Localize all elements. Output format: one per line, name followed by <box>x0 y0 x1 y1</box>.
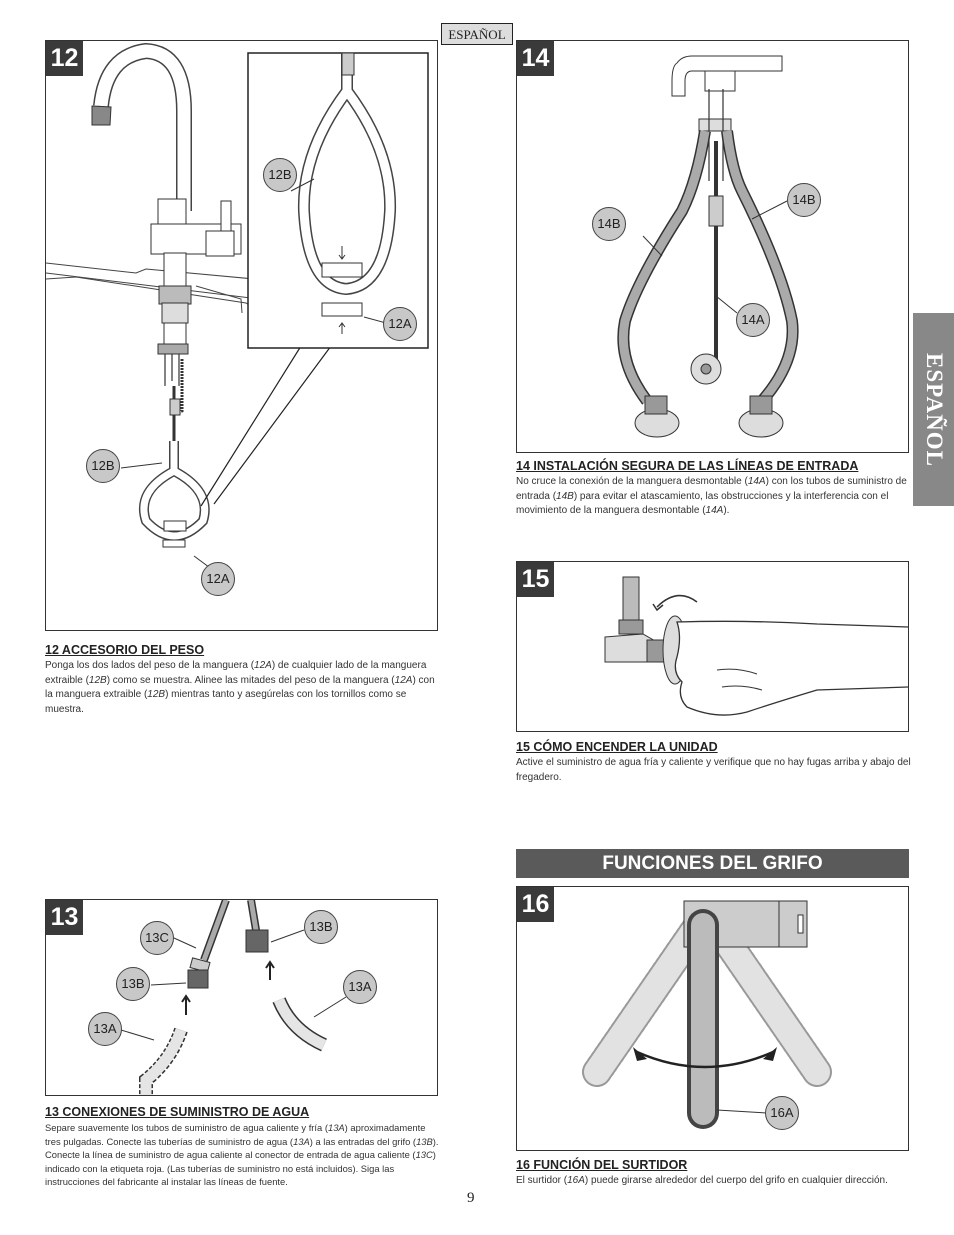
step-13-caption: 13 CONEXIONES DE SUMINISTRO DE AGUA Sepa… <box>45 1105 441 1189</box>
callout-12b: 12B <box>86 449 120 483</box>
step-16-title: 16 FUNCIÓN DEL SURTIDOR <box>516 1158 688 1172</box>
callout-reference: 14A <box>747 476 766 487</box>
callout-reference: 14B <box>556 490 574 502</box>
faucet-functions-heading: FUNCIONES DEL GRIFO <box>516 849 909 878</box>
step-12-number: 12 <box>46 41 83 76</box>
callout-reference: 14A <box>705 505 724 516</box>
callout-reference: 16A <box>567 1175 585 1186</box>
page-number: 9 <box>467 1190 475 1206</box>
callout-reference: 13C <box>415 1149 433 1161</box>
step-13-body: Separe suavemente los tubos de suministr… <box>45 1122 439 1188</box>
step-16-body: El surtidor (16A) puede girarse alrededo… <box>516 1175 888 1186</box>
callout-reference: 12A <box>394 674 413 686</box>
step-14-body: No cruce la conexión de la manguera desm… <box>516 476 907 516</box>
step-12-body: Ponga los dos lados del peso de la mangu… <box>45 660 435 715</box>
step-13-illustration: 13 13C 13B 13B 13A 13A <box>45 899 438 1096</box>
callout-reference: 13A <box>293 1135 310 1147</box>
step-15-number: 15 <box>517 562 554 597</box>
language-tag: ESPAÑOL <box>441 23 513 45</box>
step-13-number: 13 <box>46 900 83 935</box>
callout-14a: 14A <box>736 303 770 337</box>
supply-connections-drawing <box>120 900 347 1095</box>
callout-reference: 12B <box>147 689 166 700</box>
step-14-caption: 14 INSTALACIÓN SEGURA DE LAS LÍNEAS DE E… <box>516 459 912 519</box>
callout-13c: 13C <box>140 921 174 955</box>
callout-reference: 12A <box>254 660 272 671</box>
callout-16a: 16A <box>765 1096 799 1130</box>
side-tab-label: ESPAÑOL <box>921 352 947 467</box>
step-15-caption: 15 CÓMO ENCENDER LA UNIDAD Active el sum… <box>516 740 912 785</box>
callout-13b-left: 13B <box>116 967 150 1001</box>
step-12-title: 12 ACCESORIO DEL PESO <box>45 643 205 657</box>
step-15-body: Active el suministro de agua fría y cali… <box>516 757 911 783</box>
step-14-title: 14 INSTALACIÓN SEGURA DE LAS LÍNEAS DE E… <box>516 459 859 473</box>
callout-reference: 13A <box>327 1122 345 1133</box>
step-12-illustration: 12 12B 12A 12B 12A <box>45 40 438 631</box>
step-15-illustration: 15 <box>516 561 909 732</box>
step-16-illustration: 16 16A <box>516 886 909 1151</box>
callout-reference: 13B <box>416 1135 433 1147</box>
faucet-hose-weight-drawing <box>46 42 429 577</box>
spout-swivel-drawing <box>582 900 832 1129</box>
callout-14b-left: 14B <box>592 207 626 241</box>
callout-12a: 12A <box>201 562 235 596</box>
step-16-number: 16 <box>517 887 554 922</box>
callout-12a-inset: 12A <box>383 307 417 341</box>
step-15-title: 15 CÓMO ENCENDER LA UNIDAD <box>516 740 718 754</box>
step-13-title: 13 CONEXIONES DE SUMINISTRO DE AGUA <box>45 1105 310 1119</box>
language-side-tab: ESPAÑOL <box>913 313 954 506</box>
step-16-caption: 16 FUNCIÓN DEL SURTIDOR El surtidor (16A… <box>516 1158 912 1189</box>
step-14-illustration: 14 14B 14B 14A <box>516 40 909 453</box>
callout-13a-left: 13A <box>88 1012 122 1046</box>
hand-turning-valve-drawing <box>604 576 908 716</box>
callout-13a-right: 13A <box>343 970 377 1004</box>
callout-14b-right: 14B <box>787 183 821 217</box>
supply-lines-drawing <box>617 55 799 438</box>
callout-reference: 12B <box>88 674 107 686</box>
callout-13b-right: 13B <box>304 910 338 944</box>
step-14-number: 14 <box>517 41 554 76</box>
callout-12b-inset: 12B <box>263 158 297 192</box>
step-12-caption: 12 ACCESORIO DEL PESO Ponga los dos lado… <box>45 643 440 717</box>
